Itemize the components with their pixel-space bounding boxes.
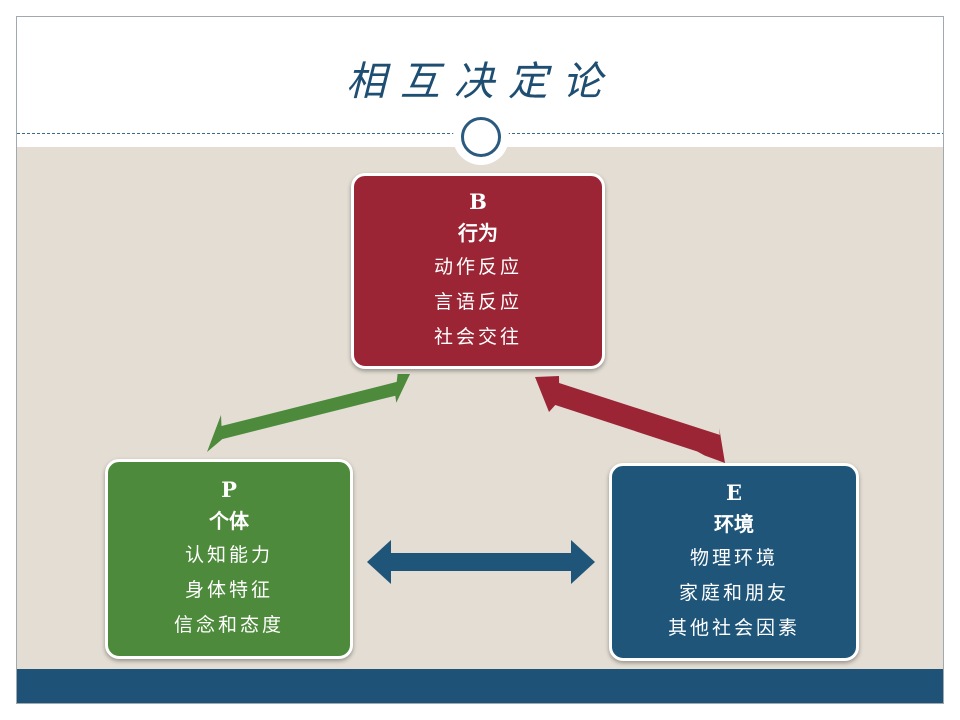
arrow-b-e [535, 376, 725, 463]
environment-letter: E [725, 479, 742, 505]
environment-item: 其他社会因素 [667, 616, 800, 639]
person-letter: P [221, 476, 237, 502]
person-name: 个体 [209, 508, 249, 533]
person-item: 信念和态度 [173, 613, 284, 636]
ring-inner-circle [461, 117, 501, 157]
behavior-item: 言语反应 [433, 290, 522, 313]
behavior-box: B 行为 动作反应 言语反应 社会交往 [351, 173, 605, 369]
environment-item: 物理环境 [689, 546, 778, 569]
relationship-arrows [207, 374, 725, 584]
ring-icon [453, 109, 509, 165]
person-box: P 个体 认知能力 身体特征 信念和态度 [105, 459, 353, 659]
environment-item: 家庭和朋友 [678, 581, 789, 604]
behavior-letter: B [469, 188, 487, 214]
slide-frame: 相互决定论 B 行为 动作反应 言语反应 社会交往 P 个体 认知能力 身体特征… [16, 16, 944, 704]
slide-title: 相互决定论 [346, 59, 616, 105]
person-item: 身体特征 [184, 578, 273, 601]
arrow-p-e [367, 540, 595, 584]
person-item: 认知能力 [184, 543, 273, 566]
behavior-item: 动作反应 [433, 255, 522, 278]
arrow-b-p [207, 374, 410, 452]
behavior-name: 行为 [458, 220, 498, 245]
footer-bar [17, 669, 943, 703]
environment-name: 环境 [714, 511, 754, 536]
environment-box: E 环境 物理环境 家庭和朋友 其他社会因素 [609, 463, 859, 661]
behavior-item: 社会交往 [433, 325, 522, 348]
